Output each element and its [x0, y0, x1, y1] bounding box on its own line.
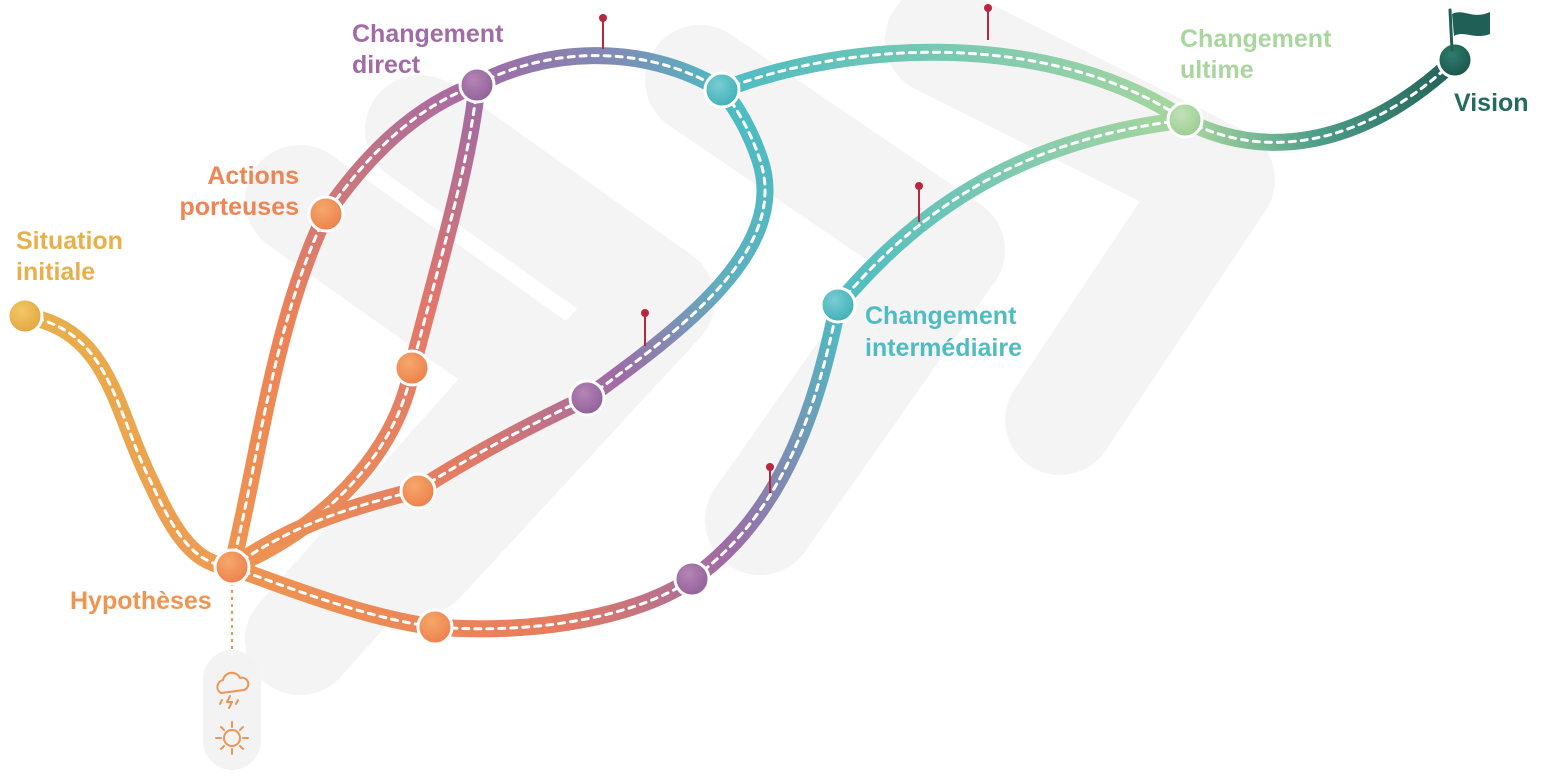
road-bottom-centerline: [230, 303, 840, 631]
road-vision-centerline: [1183, 58, 1457, 144]
pin-loop-icon: [641, 309, 649, 346]
road-situation-hypotheses-centerline: [23, 314, 234, 569]
node-action-lower: [399, 472, 437, 510]
label-ultime-line2: ultime: [1180, 56, 1254, 84]
road-direct-top-centerline: [475, 54, 724, 92]
node-actions-porteuses: [307, 195, 345, 233]
node-vision: [1436, 41, 1474, 79]
pin-top-direct-icon: [599, 14, 607, 49]
node-changement-direct: [458, 66, 496, 104]
label-direct-line2: direct: [352, 51, 421, 79]
label-hypotheses: Hypothèses: [70, 587, 212, 615]
node-changement-ultime: [1166, 101, 1204, 139]
pin-intermediaire-icon: [915, 182, 923, 222]
label-vision: Vision: [1454, 89, 1529, 117]
label-actions-line2: porteuses: [180, 193, 299, 221]
label-actions-porteuses: Actions porteuses: [180, 162, 299, 221]
label-ultime-line1: Changement: [1180, 25, 1332, 53]
label-direct-line1: Changement: [352, 20, 504, 48]
label-situation-initiale: Situation initiale: [16, 227, 123, 286]
sun-icon: [215, 721, 249, 755]
labels: Situation initiale Actions porteuses Cha…: [16, 20, 1529, 615]
label-situation-line1: Situation: [16, 227, 123, 255]
node-changement-direct-teal: [703, 71, 741, 109]
label-actions-line1: Actions: [207, 162, 299, 190]
label-situation-line2: initiale: [16, 258, 95, 286]
node-direct-bottom: [673, 560, 711, 598]
road-upper-ultime-centerline: [720, 50, 1187, 122]
nodes: [6, 41, 1474, 646]
node-changement-intermediaire: [819, 286, 857, 324]
node-action-inner: [393, 349, 431, 387]
flag-icon: [1448, 8, 1490, 52]
road-actions-porteuses-centerline: [230, 83, 479, 569]
pins: [599, 4, 992, 493]
background-watermark: [245, 0, 1275, 695]
label-changement-ultime: Changement ultime: [1180, 25, 1332, 84]
road-situation-hypotheses: [16, 307, 241, 576]
label-intermediaire-line1: Changement: [865, 302, 1017, 330]
pin-bottom-icon: [766, 463, 774, 493]
label-changement-direct: Changement direct: [352, 20, 504, 79]
label-intermediaire-line2: intermédiaire: [865, 334, 1022, 362]
road-intermediaire-ultime-centerline: [836, 118, 1187, 307]
node-action-bottom: [416, 608, 454, 646]
node-situation-initiale: [6, 297, 44, 335]
label-changement-intermediaire: Changement intermédiaire: [865, 302, 1022, 362]
node-direct-loop: [568, 379, 606, 417]
node-hypotheses: [213, 548, 251, 586]
storm-cloud-icon: [216, 671, 250, 709]
pin-top-ultime-icon: [984, 4, 992, 40]
